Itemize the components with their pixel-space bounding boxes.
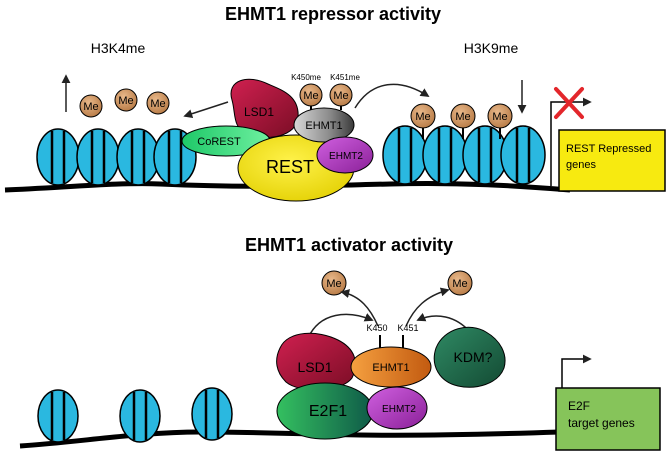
- svg-text:Me: Me: [415, 111, 430, 123]
- ehmt1-protein-top: [293, 107, 355, 143]
- lsd1-protein-bottom: [276, 332, 356, 391]
- lsd1-label-bottom: LSD1: [297, 359, 332, 375]
- svg-text:Me: Me: [492, 111, 507, 123]
- h3k9me-label: H3K9me: [464, 40, 519, 56]
- svg-text:Me: Me: [452, 278, 467, 290]
- e2f1-label: E2F1: [309, 403, 347, 420]
- lsd1-label-top: LSD1: [244, 105, 274, 119]
- e2f1-complex: LSD1 EHMT1 KDM? E2F1 EHMT2: [276, 326, 506, 440]
- ehmt2-label-top: EHMT2: [329, 151, 363, 162]
- nucleosome-array-top-right: [382, 125, 546, 185]
- repressed-tss-arrow: [550, 97, 592, 186]
- dna-strand-bottom: [19, 429, 561, 449]
- top-panel-title: EHMT1 repressor activity: [225, 4, 441, 24]
- ehmt1-label-bottom: EHMT1: [372, 362, 409, 374]
- k450-label: K450: [366, 323, 387, 333]
- bottom-panel-title: EHMT1 activator activity: [245, 235, 453, 255]
- rest-repressed-genes-box: [558, 129, 666, 192]
- svg-text:Me: Me: [118, 95, 133, 107]
- ehmt2-protein-bottom: [366, 386, 428, 430]
- released-methyl-group-bottom: Me Me: [321, 270, 473, 296]
- svg-text:Me: Me: [150, 98, 165, 110]
- nucleosome-array-bottom: [37, 387, 233, 443]
- released-methyl-group-top: Me Me Me: [79, 88, 170, 118]
- k451me-label: K451me: [330, 73, 360, 82]
- h3k4me-label: H3K4me: [91, 40, 146, 56]
- rest-repressed-genes-line1: REST Repressed: [566, 143, 651, 155]
- demethylation-arrow-bottom-right: [405, 287, 450, 327]
- demethylation-arrow-bottom-left: [340, 289, 379, 327]
- e2f-target-genes-box: [555, 387, 661, 451]
- lsd1-activity-arrow: [307, 313, 374, 339]
- rest-complex: LSD1 CoREST REST EHMT1 EHMT2 Me Me K450m…: [181, 73, 374, 202]
- ehmt1-me-k450: [299, 83, 323, 107]
- svg-text:Me: Me: [455, 111, 470, 123]
- rest-label: REST: [266, 157, 314, 177]
- repression-cross-icon: [554, 87, 584, 119]
- demethylation-arrow-top: [183, 101, 229, 119]
- ehmt1-me-k451: [329, 83, 353, 107]
- ehmt1-label-top: EHMT1: [305, 120, 342, 132]
- corest-label: CoREST: [197, 136, 241, 148]
- nucleosome-array-top-left: [36, 128, 197, 186]
- svg-text:Me: Me: [326, 278, 341, 290]
- kdm-protein: [433, 326, 506, 388]
- svg-text:Me: Me: [83, 101, 98, 113]
- ehmt2-protein-top: [316, 136, 374, 174]
- rest-repressed-genes-line2: genes: [566, 159, 596, 171]
- ehmt2-label-bottom: EHMT2: [382, 404, 416, 415]
- svg-text:Me: Me: [333, 90, 348, 102]
- kdm-label: KDM?: [454, 349, 493, 365]
- k450me-label: K450me: [291, 73, 321, 82]
- e2f-box-line2: target genes: [568, 416, 635, 430]
- svg-text:Me: Me: [303, 90, 318, 102]
- histone-methyl-marks-top: Me Me Me: [410, 103, 513, 139]
- methylation-arrow-top: [354, 83, 430, 109]
- k451-label: K451: [397, 323, 418, 333]
- e2f-box-line1: E2F: [568, 399, 590, 413]
